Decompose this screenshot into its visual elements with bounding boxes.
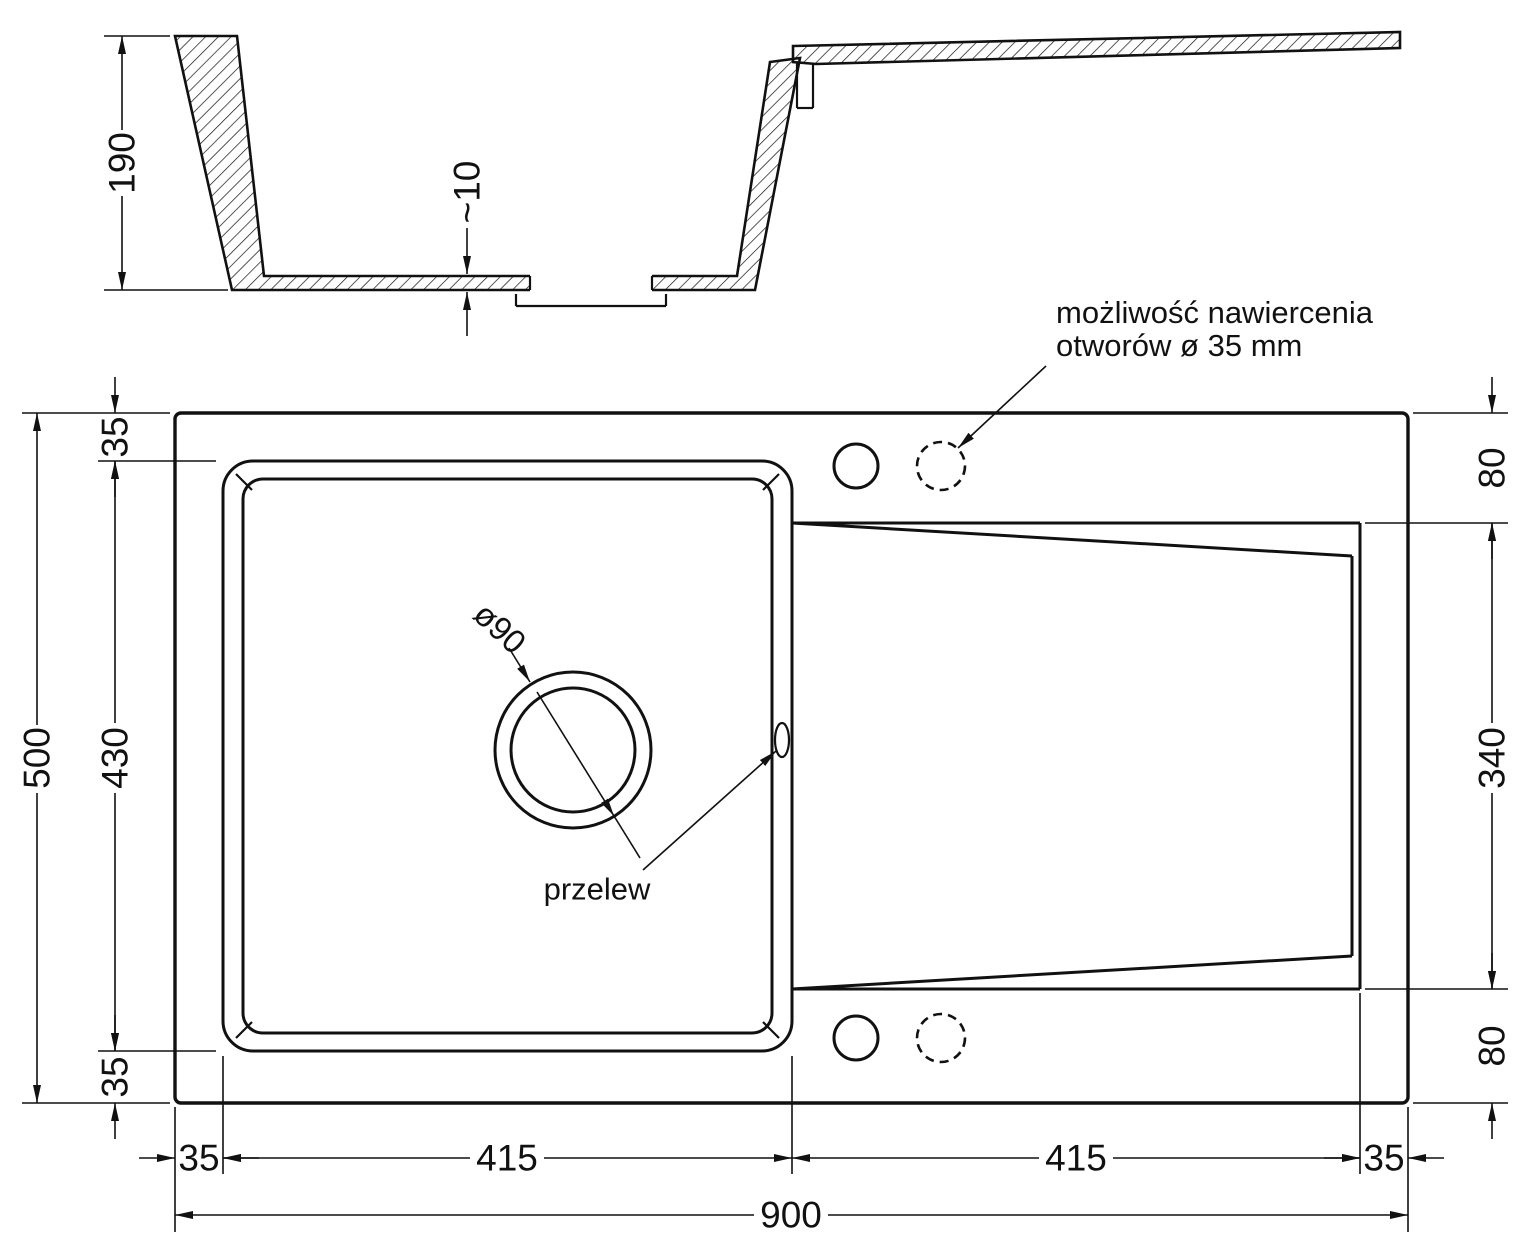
dim-bottom-margin-right: 35: [1324, 1138, 1444, 1179]
overflow-label: przelew: [544, 872, 651, 907]
extension-lines: [22, 412, 1508, 1232]
dim-drainer-width: 415: [792, 1138, 1360, 1179]
dim-bottom-thickness-label: ~10: [447, 161, 488, 224]
drain-recess-circle: [493, 670, 653, 830]
dim-drainer-width-label: 415: [1045, 1138, 1107, 1179]
optional-hole-top: [915, 440, 967, 492]
dim-total-depth-label: 500: [17, 727, 58, 789]
faucet-hole-bottom: [832, 1014, 880, 1062]
dim-bottom-margin-right-label: 35: [1363, 1138, 1404, 1179]
drill-note-line2: otworów ø 35 mm: [1056, 328, 1302, 363]
optional-hole-bottom: [915, 1012, 967, 1064]
drain-gap-mask: [530, 263, 652, 294]
plan-view: ø90 przelew możliwość nawiercenia otworó…: [17, 295, 1513, 1236]
sink-bowl-cross-section: [173, 34, 802, 292]
dim-depth-label: 190: [102, 132, 143, 194]
overflow-callout: przelew: [544, 750, 777, 907]
drainboard-cross-section: [791, 30, 1402, 66]
dim-right-middle-label: 340: [1472, 727, 1513, 789]
dim-depth: 190: [102, 35, 228, 291]
dim-left-margin-top-label: 35: [95, 416, 136, 457]
dim-bottom-thickness: ~10: [447, 161, 488, 336]
drain-hole-circle: [509, 686, 637, 814]
overflow-slot: [773, 721, 791, 759]
dim-bowl-length-label: 430: [95, 727, 136, 789]
dim-right-top-label: 80: [1472, 447, 1513, 488]
drain-diameter-label: ø90: [467, 595, 534, 661]
dim-bowl-length: 430: [95, 461, 136, 1051]
drain-diameter-callout: ø90: [467, 595, 641, 859]
dim-right-top: 80: [1472, 377, 1513, 559]
rim-junction-detail: [795, 62, 815, 110]
drill-note: możliwość nawiercenia otworów ø 35 mm: [957, 295, 1374, 449]
dim-total-width-label: 900: [760, 1195, 822, 1236]
dim-left-margin-bottom-label: 35: [95, 1056, 136, 1097]
faucet-hole-top: [832, 442, 880, 490]
dim-left-margin-top: 35: [95, 377, 136, 497]
side-view: 190 ~10: [102, 30, 1402, 336]
drainboard-outline: [791, 521, 1362, 991]
dim-bowl-width-label: 415: [476, 1138, 538, 1179]
bowl-inner-outline: [241, 477, 774, 1035]
dim-bowl-width: 415: [223, 1138, 792, 1179]
dim-bottom-margin-left-label: 35: [178, 1138, 219, 1179]
dim-right-bottom: 80: [1472, 953, 1513, 1139]
drill-note-line1: możliwość nawiercenia: [1056, 295, 1374, 330]
dim-left-margin-bottom: 35: [95, 1015, 136, 1139]
bowl-rim-outline: [221, 459, 794, 1053]
drain-fitting-detail: [514, 276, 668, 308]
dim-total-depth: 500: [17, 413, 58, 1103]
dim-right-middle: 340: [1472, 523, 1513, 989]
dim-total-width: 900: [175, 1195, 1408, 1236]
bowl-corner-ticks: [235, 473, 780, 1039]
dim-right-bottom-label: 80: [1472, 1025, 1513, 1066]
